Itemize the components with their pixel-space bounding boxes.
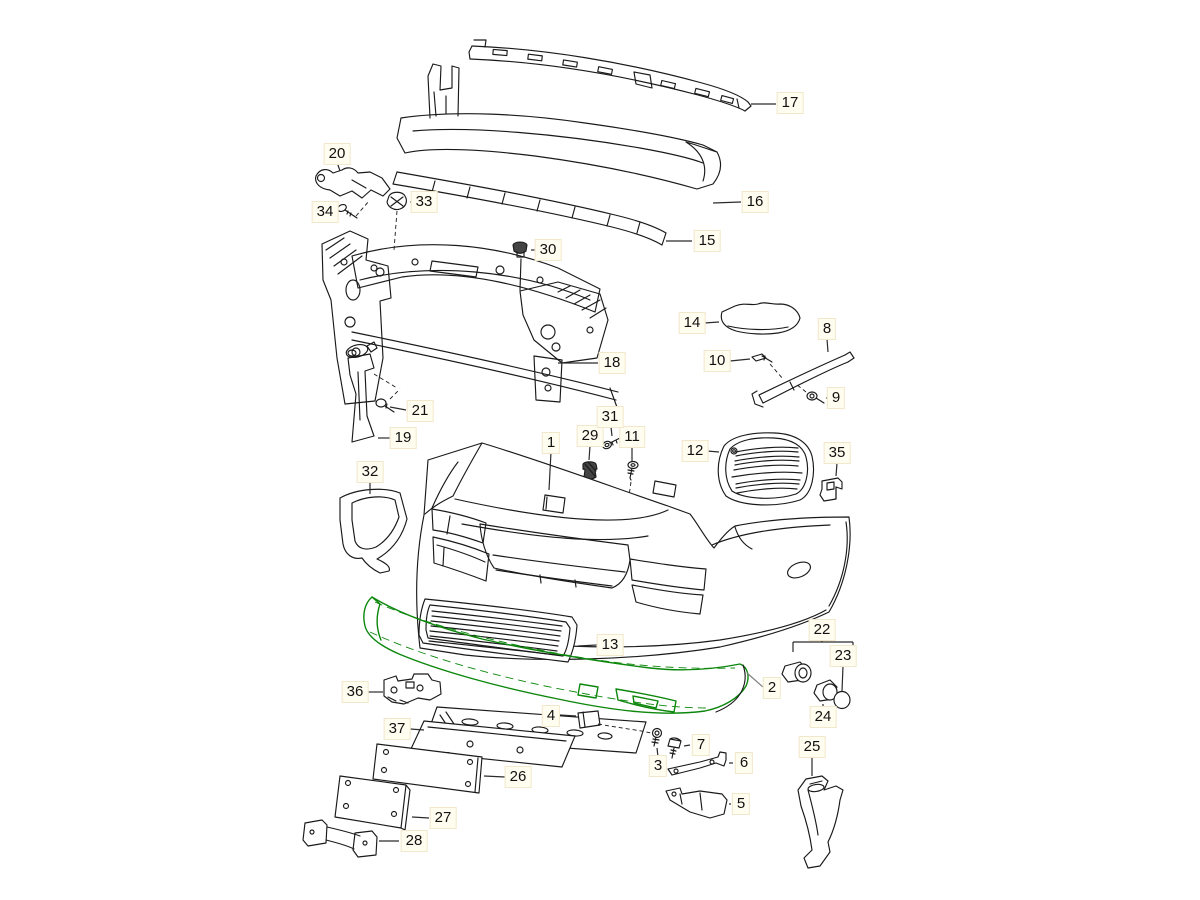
part-label-5[interactable]: 5 [731,793,751,815]
part-7-drawing [668,738,690,758]
part-label-29[interactable]: 29 [576,425,604,447]
part-16-drawing [397,64,741,203]
part-label-33[interactable]: 33 [410,191,438,213]
part-label-21[interactable]: 21 [406,400,434,422]
part-22-sensor-group-drawing [782,637,853,682]
part-13-drawing [419,599,597,662]
part-label-6[interactable]: 6 [734,752,754,774]
part-label-30[interactable]: 30 [534,239,562,261]
part-label-3[interactable]: 3 [648,755,668,777]
part-19-drawing [345,342,397,442]
part-3-drawing [652,729,662,758]
part-label-25[interactable]: 25 [798,736,826,758]
part-label-2[interactable]: 2 [762,677,782,699]
part-label-31[interactable]: 31 [596,406,624,428]
part-label-4[interactable]: 4 [541,705,561,727]
part-label-15[interactable]: 15 [693,230,721,252]
part-35-drawing [820,463,842,501]
part-label-12[interactable]: 12 [681,440,709,462]
part-26-drawing [373,744,505,793]
part-label-23[interactable]: 23 [829,645,857,667]
part-label-32[interactable]: 32 [356,461,384,483]
part-33-drawing [387,192,413,250]
part-36-drawing [368,674,441,704]
part-28-drawing [303,820,399,857]
part-label-7[interactable]: 7 [691,734,711,756]
part-21-drawing [376,389,406,412]
part-label-28[interactable]: 28 [400,830,428,852]
part-label-8[interactable]: 8 [817,318,837,340]
part-label-13[interactable]: 13 [596,634,624,656]
part-label-36[interactable]: 36 [341,681,369,703]
part-15-drawing [393,172,692,245]
part-label-24[interactable]: 24 [809,706,837,728]
part-10-drawing [730,354,783,379]
part-label-1[interactable]: 1 [541,432,561,454]
part-label-19[interactable]: 19 [389,427,417,449]
part-17-drawing [469,40,776,111]
part-9-drawing [796,384,829,403]
part-label-35[interactable]: 35 [823,442,851,464]
part-label-10[interactable]: 10 [703,350,731,372]
part-4-drawing [560,711,651,733]
part-label-34[interactable]: 34 [311,201,339,223]
part-24-sensor-drawing [814,680,837,708]
part-label-14[interactable]: 14 [678,312,706,334]
part-20-drawing [316,162,390,198]
part-30-drawing [513,242,537,290]
part-18-drawing [322,231,618,410]
part-37-drawing [410,707,646,767]
part-2-spoiler-drawing[interactable] [364,597,763,713]
part-34-drawing [334,201,369,218]
part-label-17[interactable]: 17 [776,92,804,114]
part-label-26[interactable]: 26 [504,766,532,788]
part-6-drawing [668,752,733,775]
part-25-drawing [798,757,843,868]
part-label-22[interactable]: 22 [808,619,836,641]
part-5-drawing [666,788,731,818]
part-label-37[interactable]: 37 [383,718,411,740]
part-12-drawing [707,433,814,505]
part-32-drawing [340,482,407,573]
part-8-drawing [752,339,854,407]
part-label-11[interactable]: 11 [619,426,645,448]
part-label-18[interactable]: 18 [598,352,626,374]
part-label-16[interactable]: 16 [741,191,769,213]
part-label-27[interactable]: 27 [429,807,457,829]
part-1-drawing [417,443,850,659]
part-label-9[interactable]: 9 [826,387,846,409]
part-label-20[interactable]: 20 [323,143,351,165]
part-23-cap-drawing [834,666,850,709]
part-29-drawing [583,446,597,479]
part-14-drawing [704,303,800,334]
part-11-drawing [628,447,638,496]
